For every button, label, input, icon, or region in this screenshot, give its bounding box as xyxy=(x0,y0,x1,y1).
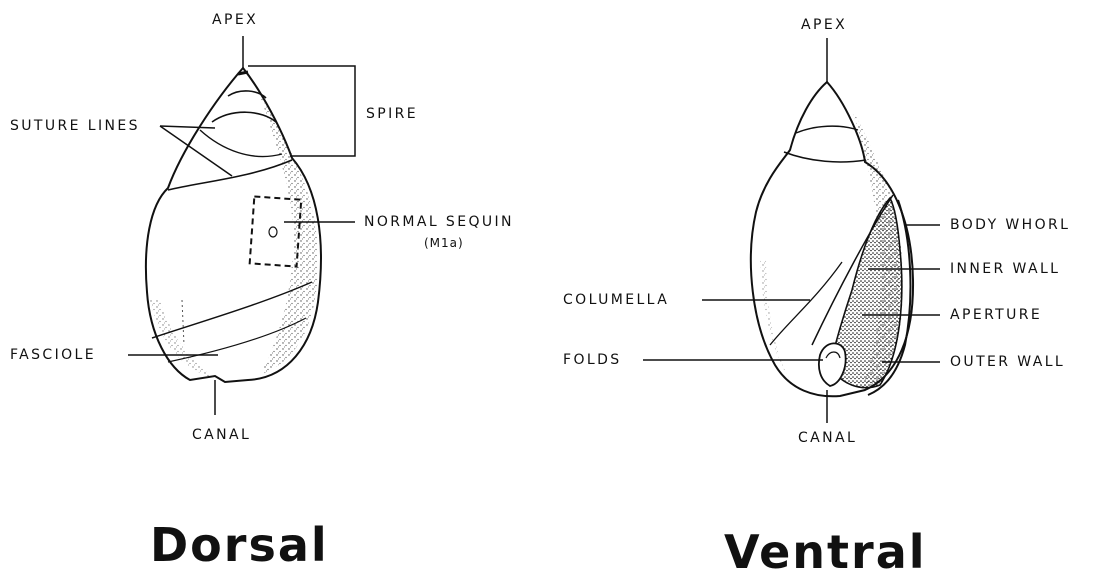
normal-sequin-code: (M1a) xyxy=(424,235,464,251)
ventral-title: Ventral xyxy=(724,527,927,577)
suture-lines-label: SUTURE LINES xyxy=(10,118,140,134)
aperture-label: APERTURE xyxy=(950,307,1042,323)
fasciole-label: FASCIOLE xyxy=(10,347,96,363)
ventral-apex-label: APEX xyxy=(801,17,847,33)
dorsal-shell xyxy=(146,68,321,382)
spire-label: SPIRE xyxy=(366,106,418,122)
inner-wall-label: INNER WALL xyxy=(950,261,1060,277)
dorsal-canal-label: CANAL xyxy=(192,427,251,443)
body-whorl-label: BODY WHORL xyxy=(950,217,1070,233)
normal-sequin-label: NORMAL SEQUIN xyxy=(364,214,514,230)
ventral-canal-label: CANAL xyxy=(798,430,857,446)
folds-label: FOLDS xyxy=(563,352,622,368)
outer-wall-label: OUTER WALL xyxy=(950,354,1065,370)
dorsal-apex-label: APEX xyxy=(212,12,258,28)
ventral-shell xyxy=(751,82,913,396)
dorsal-title: Dorsal xyxy=(150,520,329,570)
columella-label: COLUMELLA xyxy=(563,292,669,308)
